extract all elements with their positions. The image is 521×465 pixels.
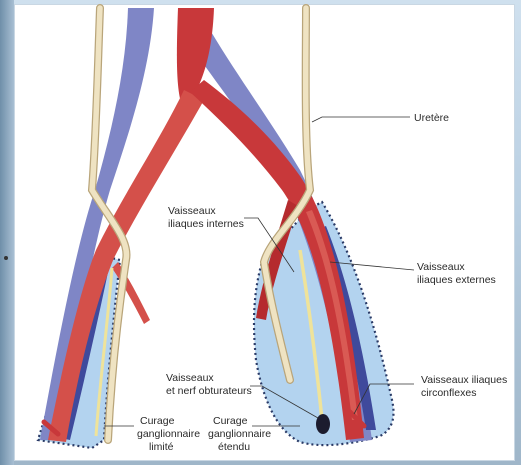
- label-curage-lim-line3: limité: [149, 441, 174, 453]
- label-curage-lim-line1: Curage: [140, 415, 175, 427]
- label-vx-ext-line1: Vaisseaux: [417, 261, 465, 273]
- label-curage-ext-line1: Curage: [213, 415, 248, 427]
- label-vx-obt-line2: et nerf obturateurs: [166, 385, 252, 397]
- label-vx-int-line2: iliaques internes: [168, 218, 244, 230]
- label-vx-int-line1: Vaisseaux: [168, 205, 216, 217]
- label-curage-ext-line2: ganglionnaire: [208, 428, 271, 440]
- label-curage-ext-line3: étendu: [218, 441, 250, 453]
- right-obturator-foramen: [316, 414, 330, 434]
- label-uretere: Uretère: [414, 112, 449, 124]
- label-vx-ext-line2: iliaques externes: [417, 274, 496, 286]
- label-vx-circ-line2: circonflexes: [421, 387, 476, 399]
- leader-uretere: [312, 117, 410, 122]
- label-curage-lim-line2: ganglionnaire: [137, 428, 200, 440]
- label-vx-circ-line1: Vaisseaux iliaques: [421, 374, 507, 386]
- label-vx-obt-line1: Vaisseaux: [166, 372, 214, 384]
